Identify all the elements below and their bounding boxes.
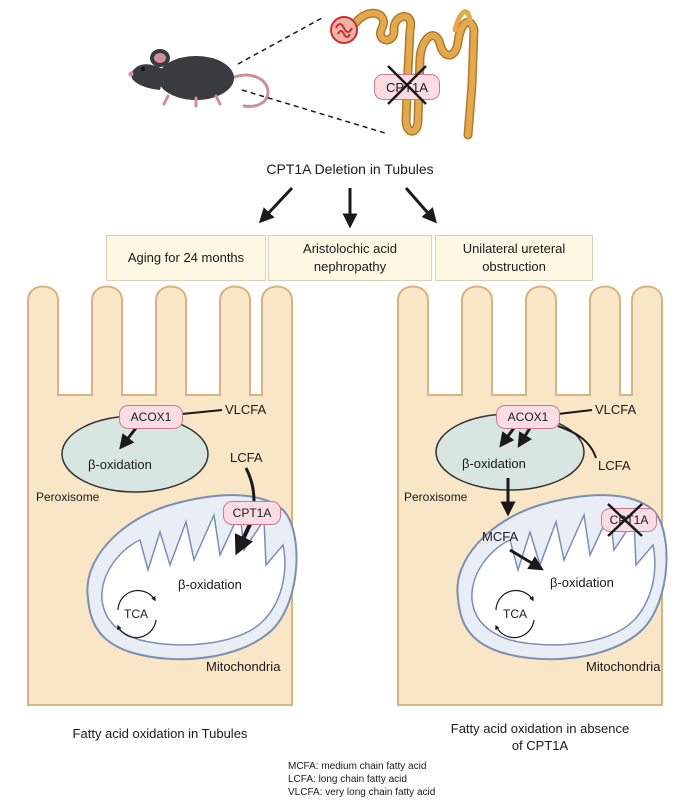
kidney-cpt1a-label: CPT1A: [374, 74, 440, 100]
condition-label-aging: Aging for 24 months: [127, 250, 245, 266]
legend: MCFA: medium chain fatty acid LCFA: long…: [288, 760, 435, 799]
right-cpt1a-cross-icon: [607, 503, 643, 537]
right-mcfa-to-mito-arrow: [509, 548, 544, 571]
left-lcfa-line: [244, 467, 256, 503]
left-cpt1a-label: CPT1A: [223, 501, 281, 525]
nephron-tubule-icon: [347, 8, 479, 140]
right-acox1-label: ACOX1: [496, 405, 560, 429]
legend-mcfa: MCFA: medium chain fatty acid: [288, 761, 427, 772]
left-vlcfa-label: VLCFA: [225, 402, 267, 417]
left-tca-label: TCA: [124, 607, 148, 621]
glomerulus-icon: [330, 16, 358, 44]
right-mcfa-label: MCFA: [482, 529, 519, 544]
arrow-to-aging: [258, 186, 294, 224]
right-peroxisome-oxidation-label: β-oxidation: [462, 456, 526, 471]
condition-box-aging: Aging for 24 months: [106, 235, 266, 281]
left-mitochondria-label: Mitochondria: [206, 659, 281, 674]
kidney-cpt1a-cross-icon: [387, 65, 427, 105]
condition-label-obstruction: Unilateral ureteral obstruction: [462, 241, 566, 274]
legend-lcfa: LCFA: long chain fatty acid: [288, 774, 407, 785]
left-cell-caption: Fatty acid oxidation in Tubules: [72, 726, 248, 741]
right-mito-oxidation-label: β-oxidation: [550, 575, 614, 590]
right-acox1-arrow-b: [517, 427, 532, 448]
right-cpt1a-label: CPT1A: [601, 508, 657, 532]
right-lcfa-line: [557, 425, 597, 459]
right-mitochondrion: [456, 494, 668, 661]
zoom-line-bottom: [241, 89, 386, 134]
left-peroxisome-oxidation-label: β-oxidation: [88, 457, 152, 472]
right-cell-caption-line2: of CPT1A: [511, 738, 569, 753]
left-tca-cycle: [117, 589, 157, 639]
right-peroxisome-label: Peroxisome: [404, 490, 468, 504]
arrow-to-obstruction: [404, 187, 437, 224]
right-cell-caption-line1: Fatty acid oxidation in absence: [450, 721, 630, 736]
mouse-icon: [128, 49, 270, 108]
right-vlcfa-label: VLCFA: [595, 402, 637, 417]
zoom-line-top: [237, 17, 323, 65]
legend-vlcfa: VLCFA: very long chain fatty acid: [288, 787, 436, 798]
right-lcfa-label: LCFA: [598, 458, 631, 473]
left-peroxisome-label: Peroxisome: [36, 490, 100, 504]
left-acox1-label: ACOX1: [119, 405, 183, 429]
left-acox1-arrow: [119, 427, 138, 450]
left-lcfa-label: LCFA: [230, 450, 263, 465]
left-vlcfa-line: [181, 409, 223, 415]
header-caption: CPT1A Deletion in Tubules: [266, 161, 434, 177]
left-mito-oxidation-label: β-oxidation: [178, 577, 242, 592]
right-mitochondria-label: Mitochondria: [586, 659, 661, 674]
condition-box-obstruction: Unilateral ureteral obstruction: [435, 235, 593, 281]
condition-box-aristolochic: Aristolochic acid nephropathy: [268, 235, 432, 281]
right-acox1-arrow-a: [499, 427, 516, 448]
right-vlcfa-line: [557, 409, 593, 415]
condition-label-aristolochic: Aristolochic acid nephropathy: [303, 241, 397, 274]
right-tca-cycle: [495, 589, 535, 639]
right-tca-label: TCA: [503, 607, 527, 621]
left-cpt1a-arrow: [234, 519, 254, 556]
